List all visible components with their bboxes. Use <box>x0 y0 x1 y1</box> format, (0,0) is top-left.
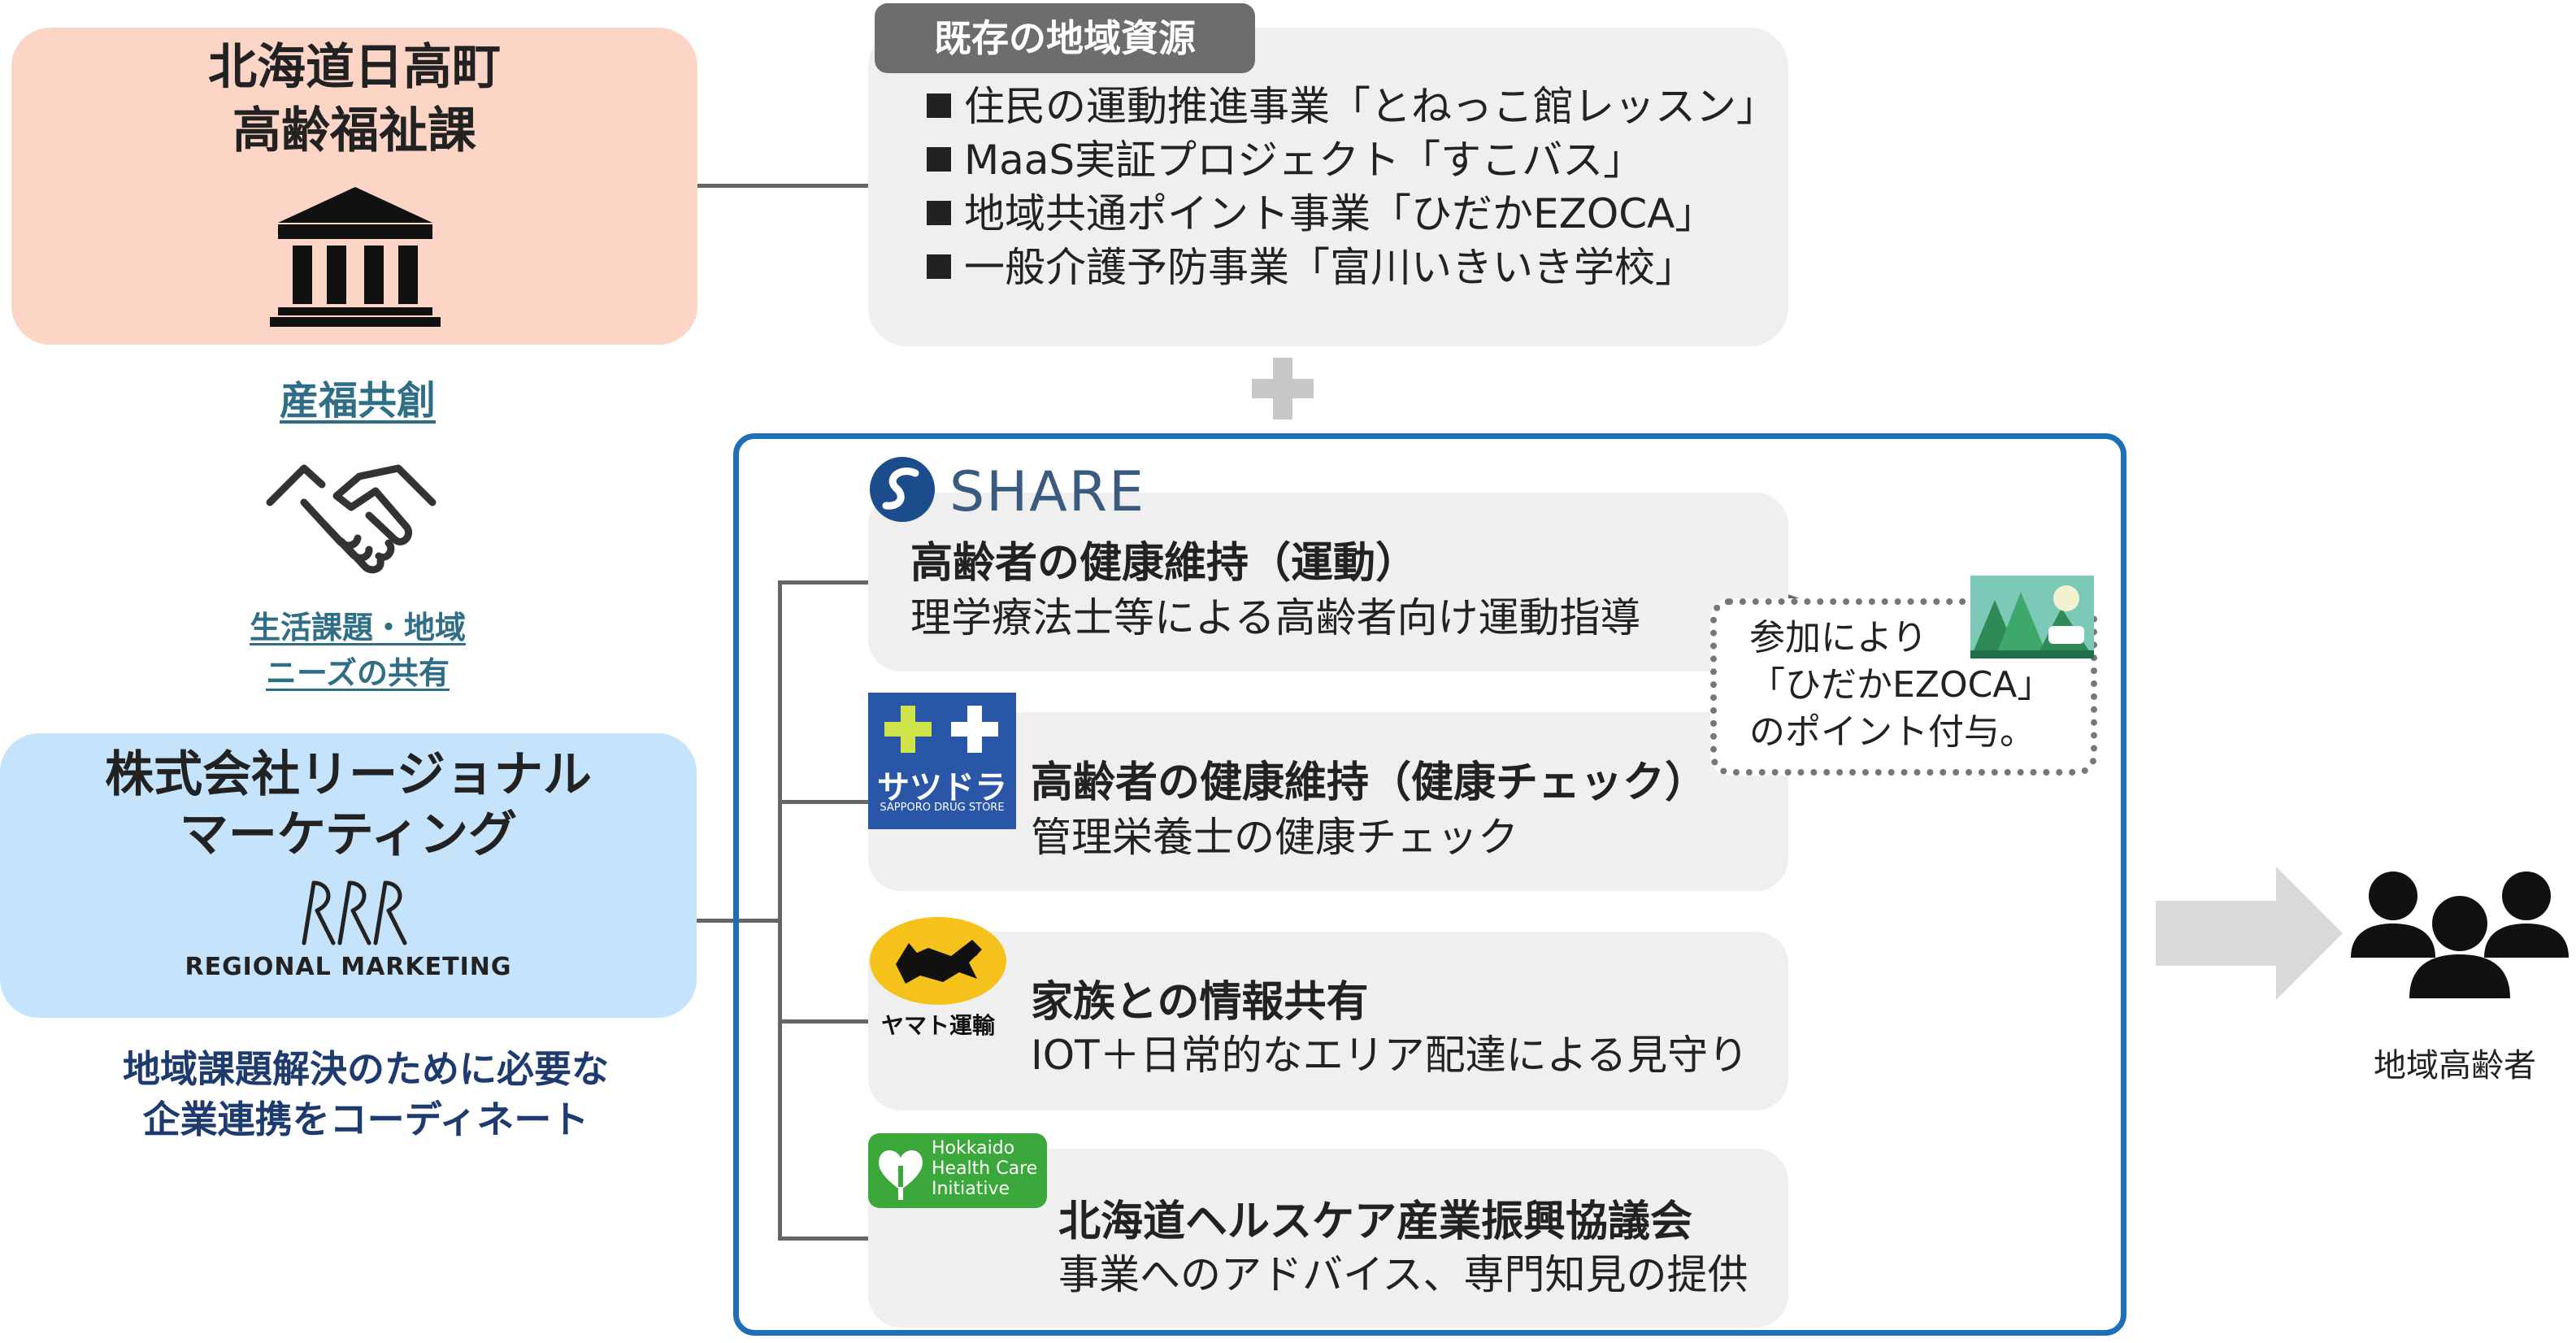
regional-marketing-box: 株式会社リージョナル マーケティング REGIONAL MARKETING <box>0 733 697 1018</box>
rm-title-line2: マーケティング <box>179 806 518 863</box>
resource-item: MaaS実証プロジェクト「すこバス」 <box>927 133 1780 187</box>
satudora-crosses-icon <box>884 706 998 753</box>
existing-resources-list: 住民の運動推進事業「とねっこ館レッスン」 MaaS実証プロジェクト「すこバス」 … <box>927 80 1780 294</box>
bullet-square-icon <box>927 201 951 225</box>
yamato-logo-text: ヤマト運輸 <box>880 1012 995 1039</box>
satudora-logo: サツドラ SAPPORO DRUG STORE <box>868 693 1016 829</box>
town-title-line1: 北海道日高町 <box>208 39 501 96</box>
satudora-logo-text: サツドラ <box>877 769 1007 806</box>
connector-partners-trunk <box>778 580 782 1241</box>
partner-desc-yamato: IOT＋日常的なエリア配達による見守り <box>1031 1032 1749 1079</box>
partner-desc-hhci: 事業へのアドバイス、専門知見の提供 <box>1058 1251 1748 1298</box>
partner-title-yamato: 家族との情報共有 <box>1031 978 1369 1027</box>
bullet-square-icon <box>927 254 951 279</box>
partner-title-satudora: 高齢者の健康維持（健康チェック） <box>1031 758 1708 807</box>
partner-desc-satudora: 管理栄養士の健康チェック <box>1031 814 1518 861</box>
partner-companies-frame <box>733 433 2126 1336</box>
share-logo-text: SHARE <box>949 460 1146 524</box>
hhci-logo: Hokkaido Health Care Initiative <box>868 1133 1047 1208</box>
resource-item: 住民の運動推進事業「とねっこ館レッスン」 <box>927 80 1780 133</box>
arrow-right-icon <box>2156 867 2343 1000</box>
yamato-logo: ヤマト運輸 <box>868 915 1008 1039</box>
callout-text: 参加により 「ひだかEZOCA」 のポイント付与。 <box>1749 615 2058 756</box>
bullet-square-icon <box>927 147 951 172</box>
partner-desc-share: 理学療法士等による高齢者向け運動指導 <box>910 594 1641 641</box>
connector-town-resources <box>697 184 870 188</box>
people-group-icon <box>2351 871 2569 998</box>
ezoca-card-icon <box>1970 576 2094 658</box>
share-logo-icon <box>870 457 935 522</box>
handshake-icon <box>266 464 437 574</box>
callout-line3: のポイント付与。 <box>1749 711 2035 753</box>
connector-branch-share <box>778 580 870 585</box>
town-office-box: 北海道日高町 高齢福祉課 <box>11 28 697 345</box>
collaboration-label: 産福共創 <box>279 378 436 424</box>
rm-logo-text: REGIONAL MARKETING <box>185 953 512 981</box>
coordination-label: 地域課題解決のために必要な 企業連携をコーディネート <box>49 1044 683 1145</box>
seniors-label: 地域高齢者 <box>2374 1047 2536 1084</box>
partner-card-yamato <box>868 932 1788 1110</box>
needs-line1: 生活課題・地域 <box>249 610 466 645</box>
callout-line1: 参加により <box>1749 617 1928 658</box>
existing-resources-box <box>868 28 1788 346</box>
yamato-cat-icon <box>870 917 1006 1005</box>
existing-resources-tag: 既存の地域資源 <box>875 3 1255 73</box>
needs-sharing-label: 生活課題・地域 ニーズの共有 <box>187 605 528 696</box>
connector-branch-satudora <box>778 800 870 804</box>
tree-heart-icon <box>879 1150 923 1200</box>
coord-line2: 企業連携をコーディネート <box>142 1097 589 1141</box>
needs-line2: ニーズの共有 <box>265 655 450 691</box>
partner-title-hhci: 北海道ヘルスケア産業振興協議会 <box>1058 1197 1693 1246</box>
resource-item: 地域共通ポイント事業「ひだかEZOCA」 <box>927 187 1780 241</box>
plus-icon-bar <box>1252 379 1314 398</box>
rrr-logo-icon <box>302 880 407 945</box>
rm-title-line1: 株式会社リージョナル <box>105 746 592 803</box>
satudora-logo-subtext: SAPPORO DRUG STORE <box>880 802 1005 814</box>
coord-line1: 地域課題解決のために必要な <box>123 1047 609 1091</box>
callout-line2: 「ひだかEZOCA」 <box>1749 664 2053 706</box>
government-building-icon <box>270 187 441 327</box>
partner-card-share <box>868 493 1788 672</box>
resource-item: 一般介護予防事業「富川いきいき学校」 <box>927 241 1780 294</box>
partner-card-satudora <box>868 712 1788 891</box>
connector-branch-hhci <box>778 1237 870 1241</box>
connector-branch-yamato <box>778 1019 870 1024</box>
partner-title-share: 高齢者の健康維持（運動） <box>910 539 1418 588</box>
town-title-line2: 高齢福祉課 <box>232 102 476 159</box>
hhci-logo-text: Hokkaido Health Care Initiative <box>932 1138 1038 1199</box>
bullet-square-icon <box>927 93 951 118</box>
